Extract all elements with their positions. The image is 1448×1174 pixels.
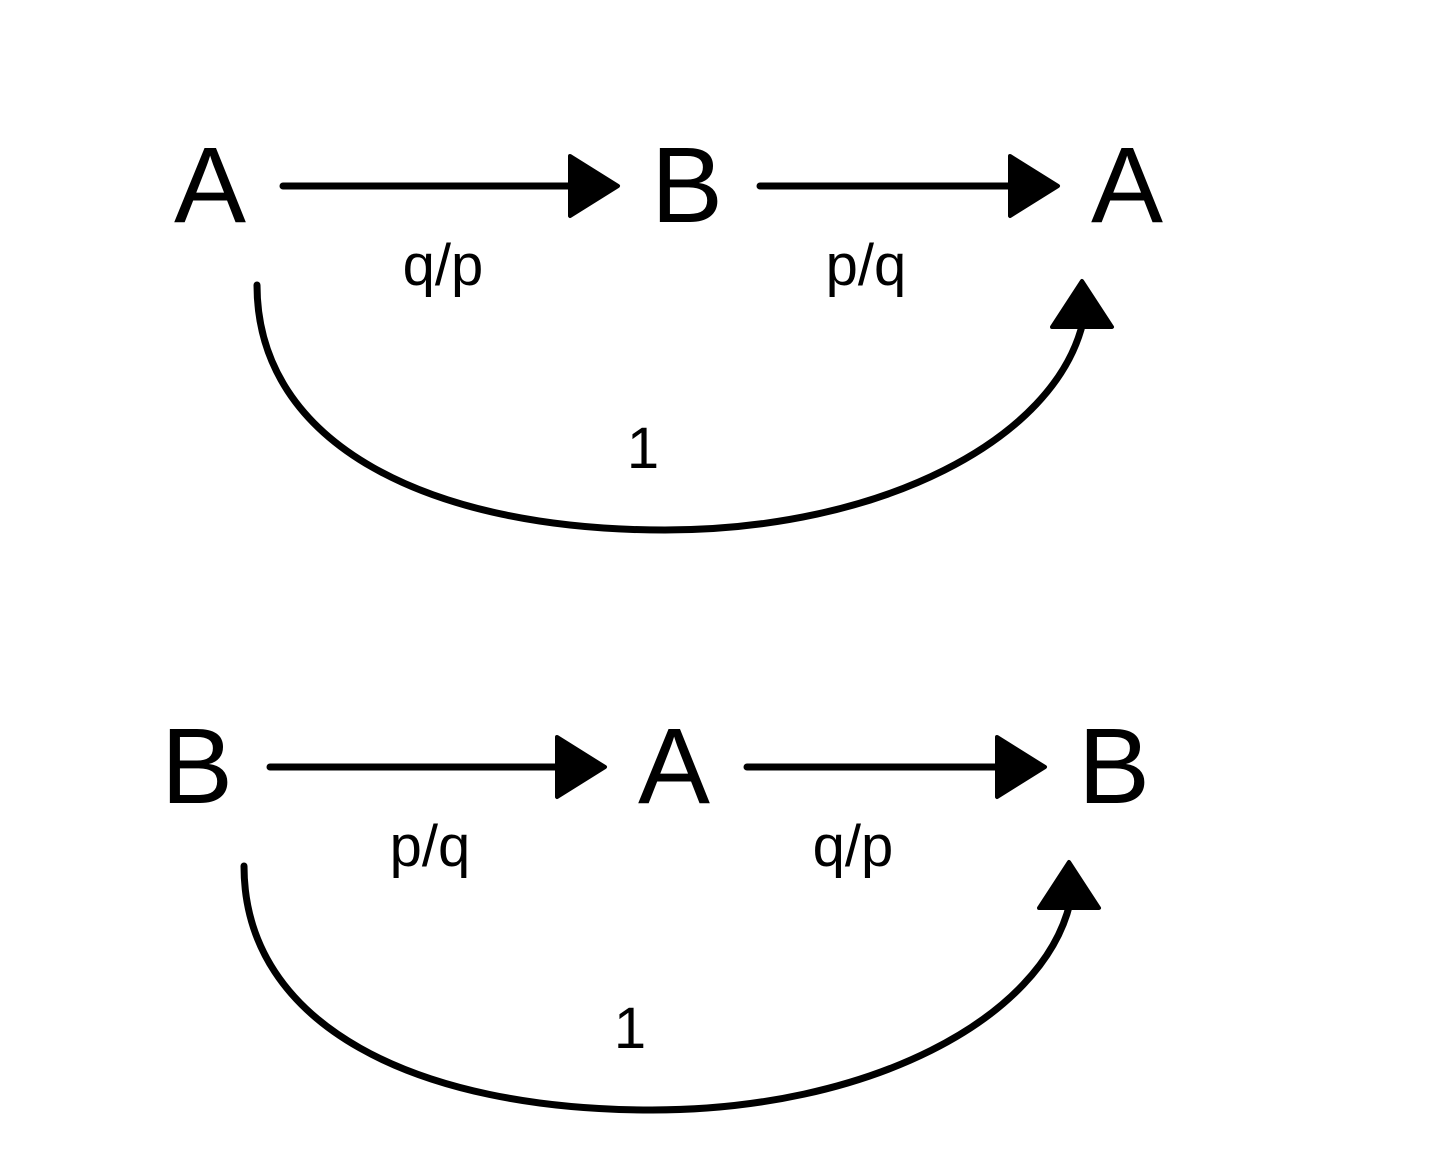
d2-node-2: A [638, 705, 710, 826]
d2-edge-3-arrowhead [1037, 860, 1101, 910]
d1-edge-2-arrowhead [1008, 154, 1060, 218]
d1-edge-3-label: 1 [627, 416, 659, 481]
diagram-2: B A B p/q q/p 1 [161, 705, 1150, 1114]
d1-node-3: A [1091, 124, 1163, 245]
d2-edge-1-label: p/q [390, 814, 471, 879]
d1-edge-3-curve [253, 281, 1087, 534]
d2-edge-2-arrowhead [995, 735, 1047, 799]
d1-node-2: B [651, 124, 723, 245]
d2-edge-3-label: 1 [614, 996, 646, 1061]
d2-node-3: B [1078, 705, 1150, 826]
d1-edge-2-label: p/q [826, 233, 907, 298]
d2-node-1: B [161, 705, 233, 826]
d2-edge-2-label: q/p [813, 814, 894, 879]
d2-edge-1-arrowhead [555, 735, 607, 799]
d1-edge-3-arrowhead [1050, 279, 1114, 329]
d1-node-1: A [174, 124, 246, 245]
d1-edge-1-arrowhead [568, 154, 620, 218]
d2-edge-3-curve [240, 862, 1074, 1114]
d1-edge-1-label: q/p [403, 233, 484, 298]
diagram-1: A B A q/p p/q 1 [174, 124, 1163, 534]
